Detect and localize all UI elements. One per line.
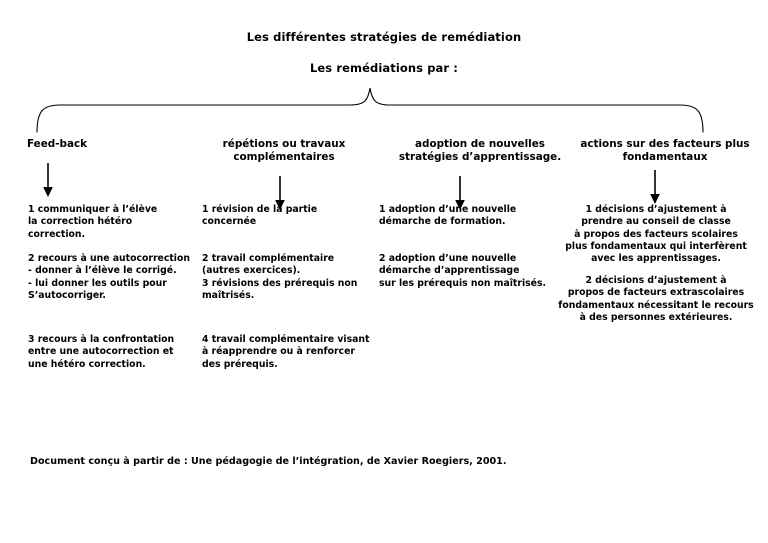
page-title: Les différentes stratégies de remédiatio… <box>246 30 522 44</box>
branch-heading-1: Feed-back <box>27 138 88 150</box>
page-subtitle: Les remédiations par : <box>309 61 458 75</box>
down-arrow-icon-2 <box>275 176 285 210</box>
down-arrow-icon-3 <box>455 176 465 210</box>
branch-2-item-2: 2 travail complémentaire (autres exercic… <box>202 253 358 302</box>
branch-3-item-2: 2 adoption d’une nouvelle démarche d’app… <box>379 253 547 289</box>
branch-2-item-3: 4 travail complémentaire visant à réappr… <box>202 334 370 370</box>
down-arrow-icon-4 <box>650 170 660 204</box>
branch-4-item-1: 1 décisions d’ajustement à prendre au co… <box>565 204 747 265</box>
branch-2-item-1: 1 révision de la partie concernée <box>202 204 318 228</box>
branch-4-item-2: 2 décisions d’ajustement à propos de fac… <box>558 275 754 324</box>
branch-heading-4: actions sur des facteurs plus fondamenta… <box>580 138 750 164</box>
branch-3-item-1: 1 adoption d’une nouvelle démarche de fo… <box>379 204 517 228</box>
horizontal-curly-brace-icon <box>36 87 704 133</box>
branch-1-item-1: 1 communiquer à l’élève la correction hé… <box>28 204 158 240</box>
source-footnote: Document conçu à partir de : Une pédagog… <box>30 456 507 467</box>
down-arrow-icon-1 <box>43 163 53 197</box>
branch-1-item-3: 3 recours à la confrontation entre une a… <box>28 334 175 370</box>
branch-heading-3: adoption de nouvelles stratégies d’appre… <box>398 138 562 164</box>
branch-heading-2: répétions ou travaux complémentaires <box>222 138 346 164</box>
branch-1-item-2: 2 recours à une autocorrection - donner … <box>28 253 191 302</box>
